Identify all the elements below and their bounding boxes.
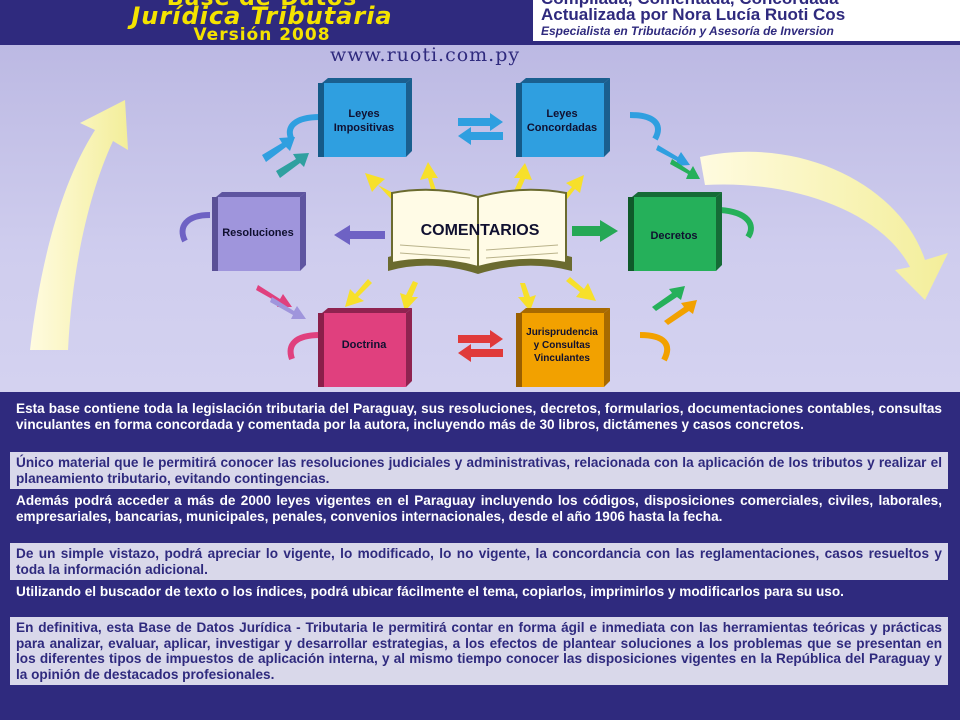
website-url: www.ruoti.com.py (330, 44, 521, 66)
paragraph-6: En definitiva, esta Base de Datos Jurídi… (10, 617, 948, 685)
book-doctrina: Doctrina (318, 308, 412, 387)
book-label: Leyes (546, 108, 577, 120)
book-label: Concordadas (527, 122, 597, 134)
author-info-box: Compilada, Comentada, Concordada Actuali… (533, 0, 960, 41)
arrow-down-right-2-icon (566, 277, 596, 301)
info-line-2: Actualizada por Nora Lucía Ruoti Cos (541, 5, 846, 24)
arrow-left-to-resoluciones-icon (334, 225, 385, 245)
right-border (948, 392, 960, 710)
book-label: Doctrina (342, 339, 388, 351)
title-line-2: Jurídica Tributaria (131, 2, 393, 30)
book-label: Vinculantes (534, 353, 590, 364)
legislation-diagram: Leyes Impositivas Leyes Concordadas Decr… (30, 78, 948, 387)
book-resoluciones: Resoluciones (212, 192, 306, 271)
product-title: Base de Datos Jurídica Tributaria Versió… (0, 0, 524, 45)
open-book-comentarios-icon: COMENTARIOS (388, 188, 572, 274)
paragraph-5: Utilizando el buscador de texto o los ín… (16, 584, 844, 599)
book-link-arrows (256, 113, 700, 362)
arrow-up-left-icon (365, 173, 397, 200)
arrow-up-right-icon (513, 163, 532, 195)
paragraph-3: Además podrá acceder a más de 2000 leyes… (16, 493, 942, 524)
title-line-1: Base de Datos (0, 0, 524, 11)
title-version: Versión 2008 (193, 25, 331, 45)
book-label: Jurisprudencia (526, 327, 598, 338)
book-decretos: Decretos (628, 192, 722, 271)
paragraph-4: De un simple vistazo, podrá apreciar lo … (10, 543, 948, 580)
book-label: Decretos (650, 230, 697, 242)
center-label: COMENTARIOS (421, 222, 540, 239)
book-leyes-concordadas: Leyes Concordadas (516, 78, 610, 157)
book-label: Leyes (348, 108, 379, 120)
big-curved-arrow-left-icon (30, 100, 128, 350)
arrow-up-icon (420, 162, 438, 193)
arrow-down-left-icon (345, 279, 372, 307)
arrow-down-right-icon (518, 283, 536, 311)
footer-bar (0, 710, 960, 720)
book-label: y Consultas (534, 340, 591, 351)
header-banner: Base de Datos Jurídica Tributaria Versió… (0, 0, 960, 45)
book-jurisprudencia: Jurisprudencia y Consultas Vinculantes (516, 308, 610, 387)
paragraph-2: Único material que le permitirá conocer … (10, 452, 948, 489)
arrow-down-icon (400, 281, 418, 311)
paragraph-1: Esta base contiene toda la legislación t… (16, 401, 942, 432)
info-line-3: Especialista en Tributación y Asesoría d… (541, 24, 834, 38)
arrow-right-to-decretos-icon (572, 220, 618, 242)
info-line-1: Compilada, Comentada, Concordada (541, 0, 839, 9)
book-label: Resoluciones (222, 227, 294, 239)
book-leyes-impositivas: Leyes Impositivas (318, 78, 412, 157)
book-label: Impositivas (334, 122, 395, 134)
big-curved-arrow-right-icon (700, 151, 948, 300)
curl-arrows (179, 112, 754, 362)
